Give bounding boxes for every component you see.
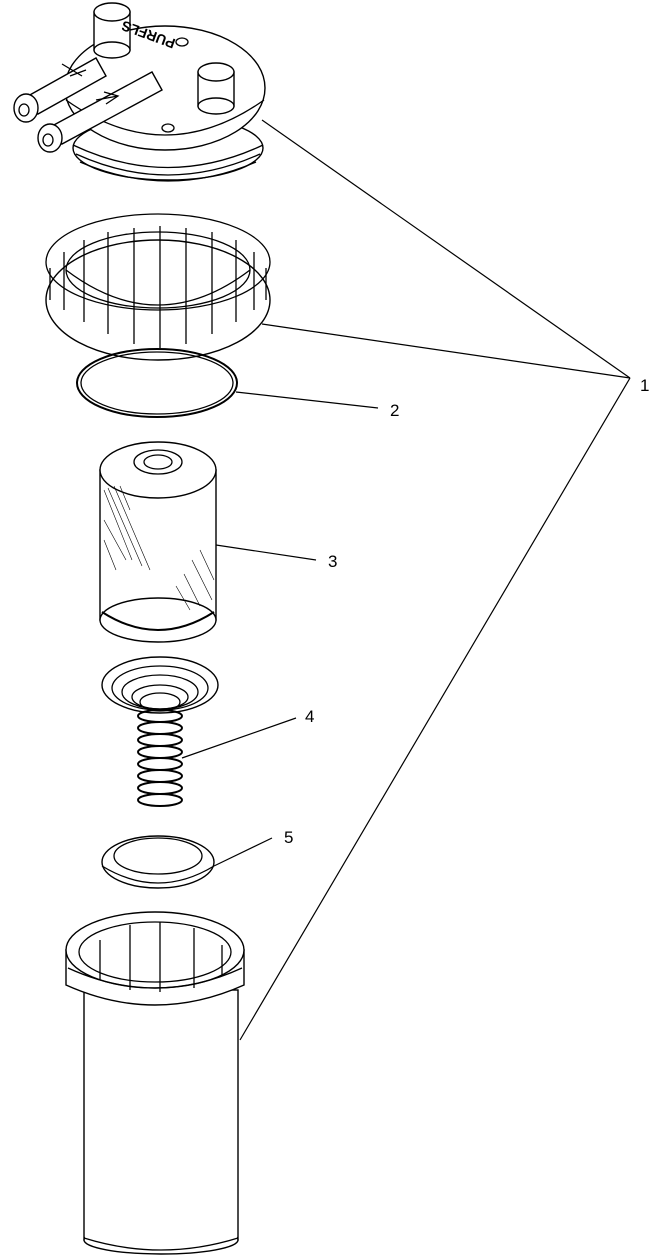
- callout-1: 1: [640, 376, 649, 395]
- filter-head: PURFLS: [13, 2, 266, 182]
- leader-3: [215, 544, 317, 561]
- hose-barb-lower: [37, 71, 163, 153]
- leader-1-head: [261, 119, 631, 379]
- o-ring: [76, 348, 238, 418]
- retaining-ring: [45, 213, 271, 361]
- callout-5: 5: [284, 828, 293, 847]
- leader-4: [181, 717, 297, 759]
- boss-left: [93, 2, 131, 59]
- leader-1-ring: [261, 323, 631, 379]
- gasket: [101, 835, 215, 889]
- spring-assembly: [101, 656, 219, 807]
- leader-2: [235, 391, 379, 409]
- filter-element: [99, 441, 217, 643]
- leader-lines: [181, 119, 631, 1041]
- callout-4: 4: [305, 707, 314, 726]
- callout-2: 2: [390, 401, 399, 420]
- boss-right: [197, 62, 235, 115]
- callout-3: 3: [328, 552, 337, 571]
- filter-bowl: [65, 911, 245, 1255]
- leader-1-bowl: [239, 377, 631, 1041]
- hose-barb-upper: [13, 57, 107, 123]
- leader-5: [213, 837, 273, 867]
